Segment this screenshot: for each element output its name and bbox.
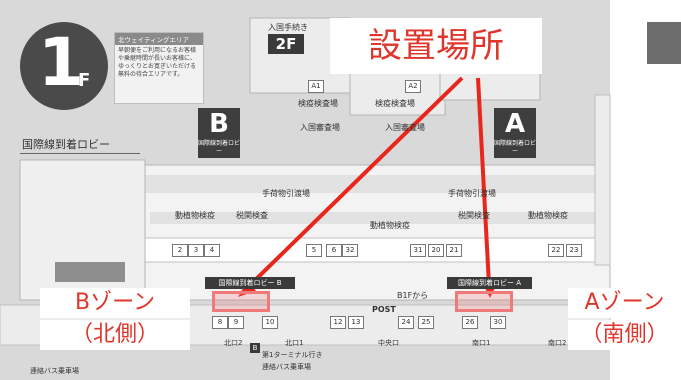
- right-edge: [594, 94, 611, 266]
- gate-6: 6: [326, 244, 342, 257]
- upper-area-label: 入国手続き: [268, 23, 308, 32]
- quarantine-label-1: 検疫検査場: [298, 99, 338, 108]
- lobby-b-sign: 国際線到着ロビー B: [205, 277, 295, 289]
- immigration-label-2: 入国審査場: [385, 123, 425, 132]
- from-b1f-label: B1Fから: [397, 291, 429, 300]
- gate-4: 4: [204, 244, 220, 257]
- customs-row: [150, 212, 610, 224]
- waiting-area-info: 北ウェイティングエリア 早朝便をご利用になるお客様や乗継時間が長いお客様に、ゆっ…: [114, 32, 204, 104]
- gate-a1: A1: [308, 80, 324, 93]
- gate-31: 31: [410, 244, 426, 257]
- immigration-label-1: 入国審査場: [300, 123, 340, 132]
- animal-quarantine-label-2: 動植物検疫: [370, 221, 410, 230]
- baggage-claim-label-1: 手荷物引渡場: [262, 189, 310, 198]
- lobby-a-sign: 国際線到着ロビー A: [447, 277, 532, 289]
- terminal1-bus-label: 第1ターミナル行き: [262, 351, 323, 359]
- exit-north-2: 北口2: [224, 339, 243, 347]
- gate-a2: A2: [405, 80, 421, 93]
- gate-21: 21: [446, 244, 462, 257]
- connect-bus-label-left: 連絡バス乗車場: [30, 367, 79, 375]
- baggage-belt-row: [140, 175, 610, 193]
- gate-8: 8: [212, 316, 228, 329]
- floor-number: 1: [38, 24, 84, 101]
- gate-22: 22: [548, 244, 564, 257]
- bus-stop-marker: B: [250, 343, 260, 353]
- upper-floor-badge: 2F: [268, 34, 304, 54]
- arrow-to-zone-a: [476, 77, 491, 286]
- corner-photo-thumbnail: [647, 22, 681, 64]
- animal-quarantine-label-1: 動植物検疫: [175, 211, 215, 220]
- gate-9: 9: [228, 316, 244, 329]
- gate-20: 20: [428, 244, 444, 257]
- zone-a-location-marker: [455, 291, 513, 312]
- gate-32: 32: [342, 244, 358, 257]
- arrow-to-zone-b: [243, 76, 464, 292]
- gate-24: 24: [398, 316, 414, 329]
- gate-12: 12: [330, 316, 346, 329]
- zone-b-sign-letter: B: [209, 109, 229, 139]
- animal-quarantine-label-3: 動植物検疫: [528, 211, 568, 220]
- zone-a-label-line2: （南側）: [568, 320, 681, 350]
- customs-label-1: 税関検査: [236, 211, 268, 220]
- quarantine-label-2: 検疫検査場: [375, 99, 415, 108]
- gate-23: 23: [566, 244, 582, 257]
- floor-badge: 1 F: [20, 22, 108, 110]
- installation-location-callout: 設置場所: [330, 18, 542, 74]
- gate-25: 25: [418, 316, 434, 329]
- gate-2: 2: [172, 244, 188, 257]
- post-office-label: POST: [372, 305, 396, 314]
- customs-label-2: 税関検査: [458, 211, 490, 220]
- zone-a-sign-sub: 国際線到着ロビー: [494, 140, 537, 155]
- zone-b-sign-sub: 国際線到着ロビー: [198, 140, 241, 155]
- area-title-underline: [20, 153, 140, 154]
- exit-south-1: 南口1: [472, 339, 491, 347]
- left-photo-panel: [55, 262, 125, 282]
- gate-26: 26: [462, 316, 478, 329]
- info-box-body: 早朝便をご利用になるお客様や乗継時間が長いお客様に、ゆっくりとお寛ぎいただける無…: [118, 47, 197, 78]
- gate-3: 3: [188, 244, 204, 257]
- gate-5: 5: [306, 244, 322, 257]
- lobby-counter-row: [144, 237, 611, 263]
- floor-letter: F: [78, 70, 91, 91]
- zone-a-sign-letter: A: [504, 109, 526, 139]
- info-box-title: 北ウェイティングエリア: [115, 33, 203, 45]
- zone-a-sign: A 国際線到着ロビー: [494, 108, 536, 158]
- area-title: 国際線到着ロビー: [22, 138, 110, 151]
- exit-north-1: 北口1: [285, 339, 304, 347]
- gate-13: 13: [348, 316, 364, 329]
- connect-bus-label: 連絡バス乗車場: [262, 363, 311, 371]
- zone-b-sign: B 国際線到着ロビー: [198, 108, 240, 158]
- gate-30: 30: [490, 316, 506, 329]
- zone-a-label-line1: Aゾーン: [568, 288, 681, 318]
- exit-south-2: 南口2: [548, 339, 567, 347]
- baggage-claim-label-2: 手荷物引渡場: [448, 189, 496, 198]
- zone-b-label-line1: Bゾーン: [40, 288, 190, 318]
- zone-b-location-marker: [212, 291, 270, 312]
- exit-central: 中央口: [378, 339, 399, 347]
- gate-10: 10: [262, 316, 278, 329]
- zone-b-label-line2: （北側）: [40, 320, 190, 350]
